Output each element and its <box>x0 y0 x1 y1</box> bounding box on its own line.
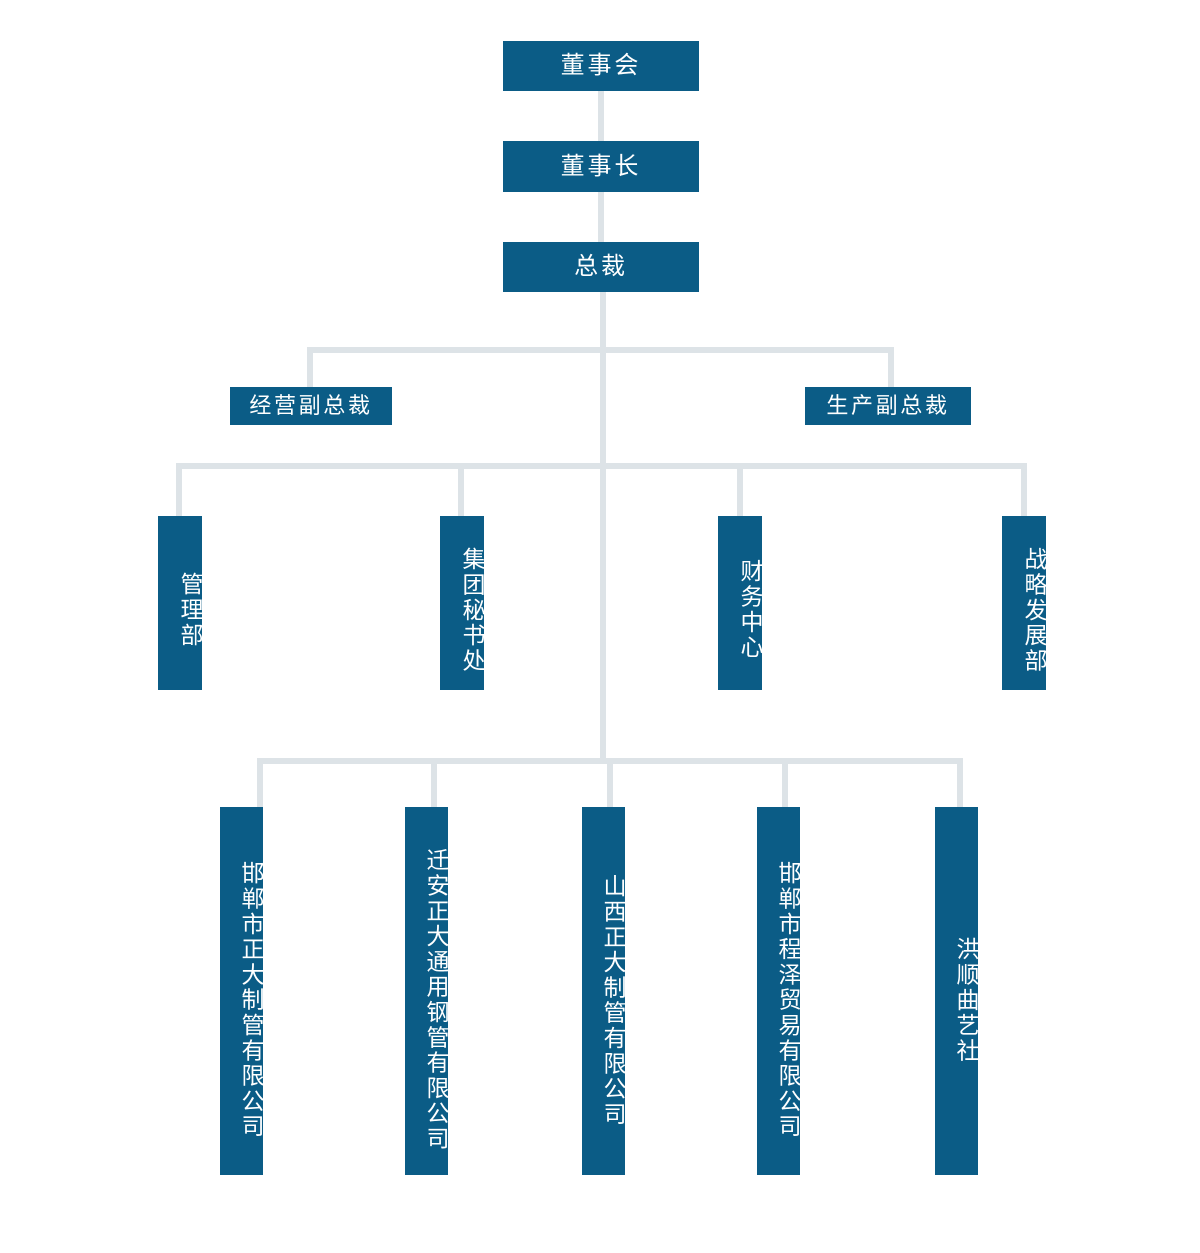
node-vice-president-business[interactable]: 经营副总裁 <box>230 387 392 425</box>
node-subsidiary-qianan-zhengda-steel-pipe[interactable]: 迁安正大通用钢管有限公司 <box>405 807 449 1175</box>
connector-subsidiary-drop-3 <box>607 758 613 807</box>
connector-subsidiary-drop-4 <box>782 758 788 807</box>
connector-vp-left-drop <box>307 347 313 387</box>
node-department-management[interactable]: 管理部 <box>158 516 203 690</box>
connector-central-spine <box>600 292 606 763</box>
node-president[interactable]: 总裁 <box>503 242 699 292</box>
node-department-group-secretariat[interactable]: 集团秘书处 <box>440 516 485 690</box>
node-subsidiary-handan-chengze-trading[interactable]: 邯郸市程泽贸易有限公司 <box>757 807 801 1175</box>
connector-board-to-chairman <box>598 91 604 143</box>
node-department-strategic-development[interactable]: 战略发展部 <box>1002 516 1047 690</box>
connector-chairman-to-president <box>598 192 604 244</box>
connector-department-drop-1 <box>176 463 182 516</box>
node-department-finance-center[interactable]: 财务中心 <box>718 516 763 690</box>
connector-subsidiary-drop-2 <box>431 758 437 807</box>
connector-vp-right-drop <box>888 347 894 387</box>
connector-department-drop-2 <box>458 463 464 516</box>
connector-subsidiary-drop-1 <box>257 758 263 807</box>
connector-department-drop-4 <box>1021 463 1027 516</box>
node-subsidiary-handan-zhengda-pipe[interactable]: 邯郸市正大制管有限公司 <box>220 807 264 1175</box>
connector-department-drop-3 <box>737 463 743 516</box>
connector-department-rail <box>176 463 1027 469</box>
node-board-of-directors[interactable]: 董事会 <box>503 41 699 91</box>
node-vice-president-production[interactable]: 生产副总裁 <box>805 387 971 425</box>
node-subsidiary-shanxi-zhengda-pipe[interactable]: 山西正大制管有限公司 <box>582 807 626 1175</box>
connector-subsidiary-drop-5 <box>957 758 963 807</box>
node-subsidiary-hongshun-quyi-club[interactable]: 洪顺曲艺社 <box>935 807 979 1175</box>
node-chairman[interactable]: 董事长 <box>503 141 699 192</box>
connector-vp-rail <box>307 347 894 353</box>
